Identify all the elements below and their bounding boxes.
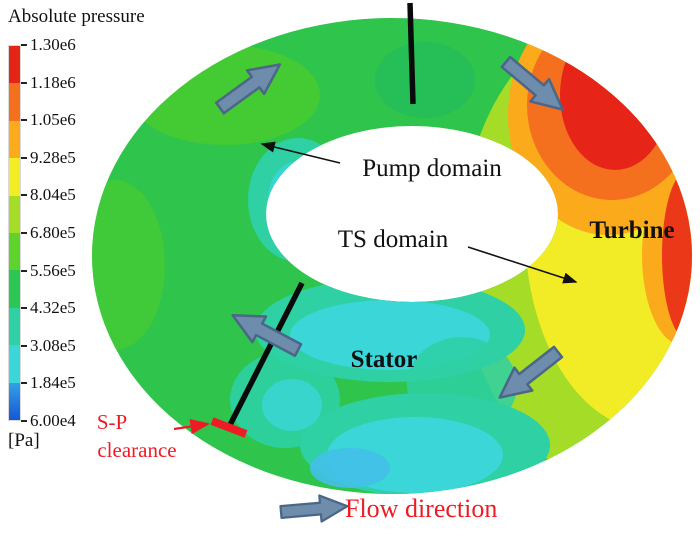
legend-ticks: 1.30e6 1.18e6 1.05e6 9.28e5 8.04e5 6.80e5 5.56… — [21, 35, 151, 430]
sp-clearance-mark — [210, 417, 248, 438]
flow-direction-key-arrow — [279, 494, 349, 523]
flow-arrows — [214, 55, 564, 523]
stator-pump-interface-line — [227, 281, 305, 427]
legend-color-band — [9, 345, 20, 383]
legend-tick-label: 1.18e6 — [21, 73, 76, 93]
legend-tick-label: 6.00e4 — [21, 411, 76, 431]
legend-color-band — [9, 46, 20, 84]
turbine-label: Turbine — [589, 217, 674, 244]
legend-color-band — [9, 382, 20, 421]
sp-clearance-label-line1: S-P — [97, 410, 127, 434]
legend-strip — [8, 45, 21, 421]
legend-color-band — [9, 307, 20, 346]
sp-clearance-leader-arrow — [173, 418, 211, 435]
legend-color-band — [9, 83, 20, 121]
legend-color-band — [9, 233, 20, 271]
flow-arrow-upper-right — [500, 55, 564, 111]
legend-tick-label: 1.05e6 — [21, 110, 76, 130]
legend-unit-label: [Pa] — [8, 430, 40, 451]
legend-tick-label: 5.56e5 — [21, 261, 76, 281]
pump-turbine-interface-line — [407, 2, 416, 105]
legend-tick-label: 6.80e5 — [21, 223, 76, 243]
flow-arrow-lower-right — [498, 345, 564, 399]
pump-domain-label: Pump domain — [362, 155, 502, 182]
pump-domain-leader-arrow — [260, 141, 341, 164]
legend-title: Absolute pressure — [8, 6, 145, 27]
legend-color-band — [9, 195, 20, 234]
legend-color-band — [9, 158, 20, 196]
pressure-legend: Absolute pressure 1.30e6 1.18e6 1.05e6 9.28… — [8, 6, 198, 452]
legend-tick-label: 3.08e5 — [21, 336, 76, 356]
legend-body: 1.30e6 1.18e6 1.05e6 9.28e5 8.04e5 6.80e5 5.56… — [8, 35, 198, 430]
legend-color-band — [9, 270, 20, 308]
flow-arrow-mid-left — [231, 314, 303, 357]
legend-tick-label: 1.30e6 — [21, 35, 76, 55]
sp-clearance-label-line2: clearance — [97, 438, 176, 462]
legend-color-band — [9, 120, 20, 159]
ts-domain-label: TS domain — [338, 226, 449, 253]
stator-label: Stator — [351, 346, 418, 373]
legend-tick-label: 9.28e5 — [21, 148, 76, 168]
legend-tick-label: 1.84e5 — [21, 373, 76, 393]
legend-tick-label: 8.04e5 — [21, 185, 76, 205]
flow-direction-label: Flow direction — [345, 494, 497, 523]
flow-arrow-upper-left — [214, 63, 282, 115]
legend-tick-label: 4.32e5 — [21, 298, 76, 318]
ts-domain-leader-arrow — [467, 246, 578, 284]
